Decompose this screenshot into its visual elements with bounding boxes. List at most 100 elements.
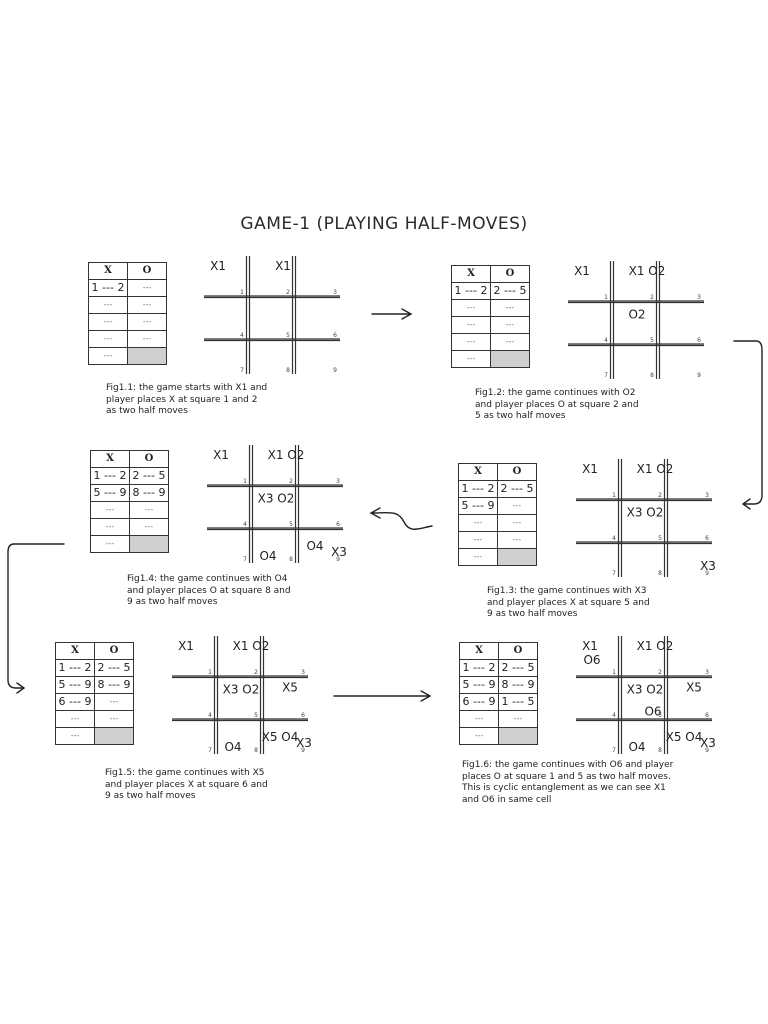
table-row: ------ bbox=[55, 710, 134, 728]
square-number: 6 bbox=[697, 337, 701, 344]
table-row: ------ bbox=[88, 330, 167, 348]
table-cell bbox=[129, 535, 169, 553]
table-cell: 1 --- 2 bbox=[90, 467, 130, 485]
table-row: --- bbox=[90, 535, 169, 553]
square-number: 2 bbox=[658, 669, 662, 676]
board-mark: X1 O2 bbox=[233, 639, 270, 653]
board-mark: X3 bbox=[700, 559, 716, 573]
table-cell: --- bbox=[451, 316, 491, 334]
table-row: --- bbox=[55, 727, 134, 745]
table-cell: --- bbox=[129, 501, 169, 519]
table-cell: 2 --- 5 bbox=[497, 480, 537, 498]
table-cell: --- bbox=[451, 299, 491, 317]
square-number: 9 bbox=[333, 367, 337, 374]
table-cell: 2 --- 5 bbox=[498, 659, 538, 677]
table-cell: --- bbox=[94, 693, 134, 711]
square-number: 9 bbox=[705, 747, 709, 754]
board-mark: X1 bbox=[275, 259, 291, 273]
square-number: 9 bbox=[697, 372, 701, 379]
square-number: 8 bbox=[658, 570, 662, 577]
table-cell: --- bbox=[88, 330, 128, 348]
square-number: 5 bbox=[289, 521, 293, 528]
square-number: 7 bbox=[240, 367, 244, 374]
caption-line: 5 as two half moves bbox=[475, 411, 566, 421]
table-cell: 2 --- 5 bbox=[490, 282, 530, 300]
square-number: 4 bbox=[612, 535, 616, 542]
table-row: 6 --- 9--- bbox=[55, 693, 134, 711]
board-mark: X5 O4 bbox=[666, 730, 703, 744]
board-mark: X3 O2 bbox=[627, 506, 664, 520]
table-cell: 1 --- 5 bbox=[498, 693, 538, 711]
board-mark: X1 bbox=[178, 639, 194, 653]
table-cell: --- bbox=[94, 710, 134, 728]
table-cell: --- bbox=[497, 497, 537, 515]
board-mark: X1 O2 bbox=[637, 639, 674, 653]
square-number: 9 bbox=[336, 556, 340, 563]
square-number: 6 bbox=[705, 712, 709, 719]
board-mark: X3 bbox=[296, 736, 312, 750]
table-cell: --- bbox=[55, 710, 95, 728]
square-number: 1 bbox=[240, 289, 244, 296]
table-header-o: O bbox=[127, 262, 167, 280]
table-cell: --- bbox=[88, 347, 128, 365]
board-mark: X1 bbox=[574, 264, 590, 278]
square-number: 3 bbox=[697, 294, 701, 301]
table-row: ------ bbox=[458, 514, 537, 532]
square-number: 6 bbox=[705, 535, 709, 542]
square-number: 2 bbox=[289, 478, 293, 485]
square-number: 3 bbox=[301, 669, 305, 676]
square-number: 2 bbox=[650, 294, 654, 301]
square-number: 7 bbox=[243, 556, 247, 563]
table-cell: --- bbox=[127, 296, 167, 314]
square-number: 1 bbox=[604, 294, 608, 301]
board-mark: O4 bbox=[224, 740, 241, 754]
table-cell: 5 --- 9 bbox=[90, 484, 130, 502]
square-number: 5 bbox=[254, 712, 258, 719]
square-number: 1 bbox=[612, 492, 616, 499]
board-mark: O4 bbox=[628, 740, 645, 754]
table-row: ------ bbox=[88, 296, 167, 314]
table-cell: --- bbox=[90, 518, 130, 536]
square-number: 5 bbox=[658, 535, 662, 542]
arrow-5-to-6 bbox=[333, 690, 432, 702]
caption-line: Fig1.1: the game starts with X1 and bbox=[106, 383, 268, 393]
table-cell: --- bbox=[55, 727, 95, 745]
table-cell: 2 --- 5 bbox=[94, 659, 134, 677]
board-mark: X1 bbox=[213, 448, 229, 462]
arrow-4-to-5 bbox=[7, 543, 65, 694]
table-row: ------ bbox=[90, 518, 169, 536]
table-header-x: X bbox=[458, 463, 498, 481]
caption-line: and player places X at square 5 and bbox=[487, 597, 650, 608]
square-number: 8 bbox=[286, 367, 290, 374]
table-cell: --- bbox=[127, 330, 167, 348]
table-cell: 1 --- 2 bbox=[55, 659, 95, 677]
square-number: 9 bbox=[705, 570, 709, 577]
table-row: --- bbox=[459, 727, 538, 745]
square-number: 9 bbox=[301, 747, 305, 754]
square-number: 3 bbox=[333, 289, 337, 296]
table-cell: 5 --- 9 bbox=[459, 676, 499, 694]
table-cell: --- bbox=[490, 333, 530, 351]
caption-line: and player places O at square 8 and bbox=[127, 585, 291, 596]
table-cell bbox=[490, 350, 530, 368]
board-mark: X5 O4 bbox=[262, 730, 299, 744]
board-mark: O4 bbox=[306, 539, 323, 553]
table-cell: 5 --- 9 bbox=[458, 497, 498, 515]
board-mark: X1 O2 bbox=[268, 448, 305, 462]
